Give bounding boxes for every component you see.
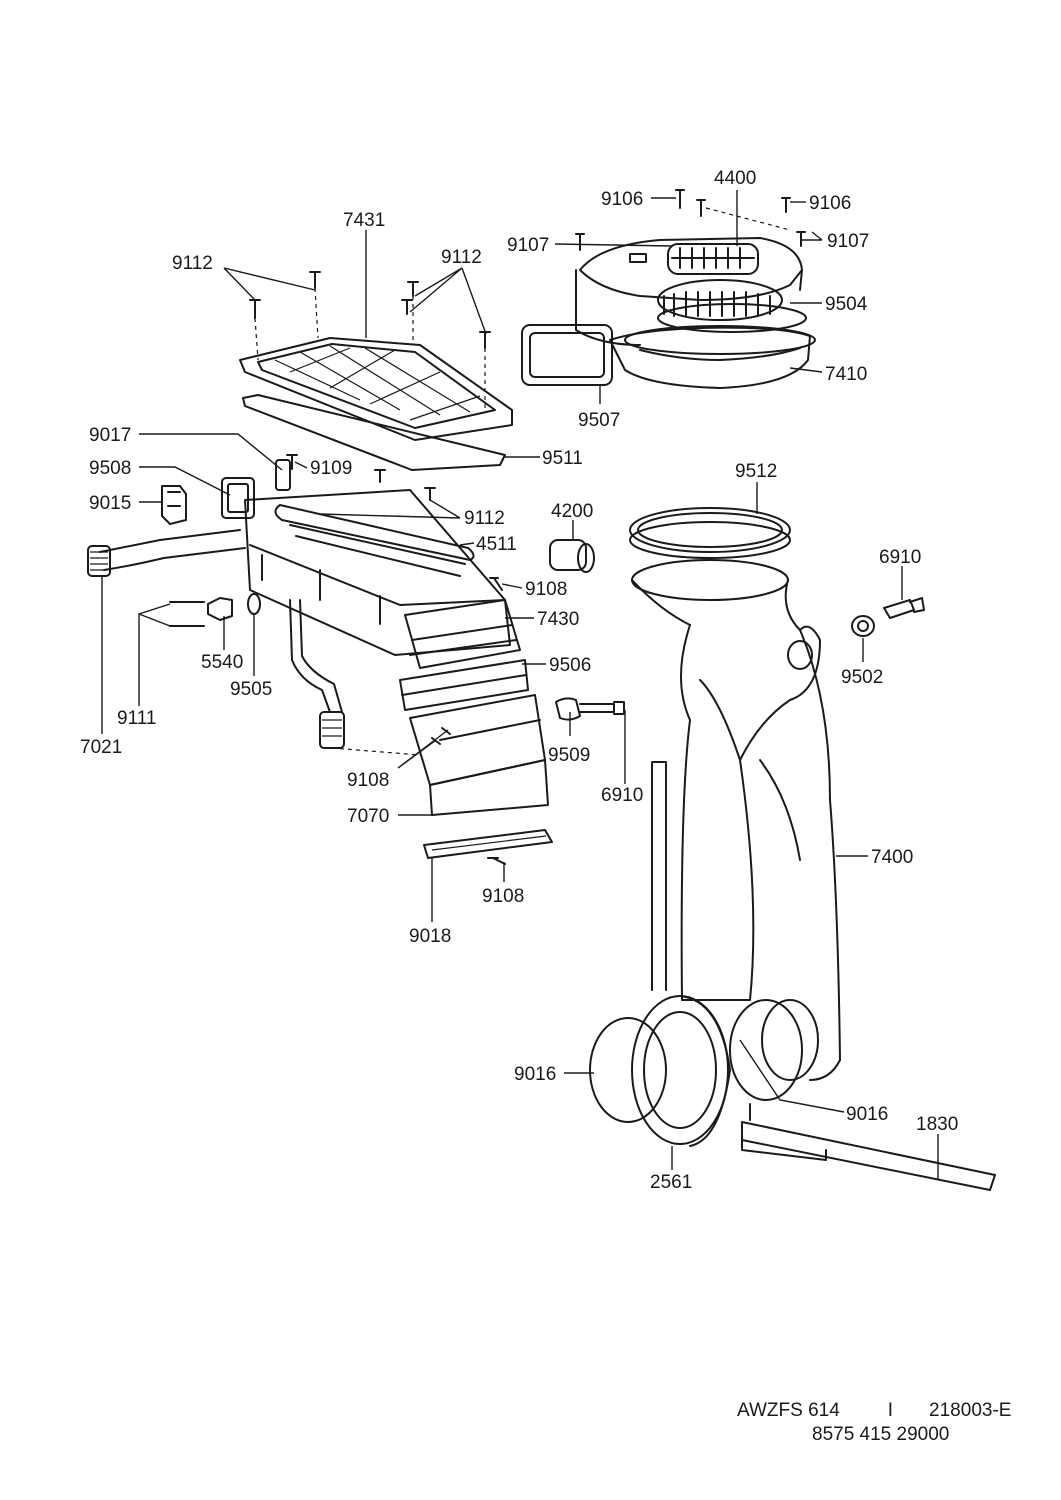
part-label: 9505 — [230, 679, 272, 700]
sensor-4200 — [549, 539, 595, 573]
part-label: 7410 — [825, 364, 867, 385]
part-label: 9018 — [409, 926, 451, 947]
part-label: 9016 — [846, 1104, 888, 1125]
part-label: 9112 — [172, 253, 213, 274]
part-label: 7431 — [343, 210, 385, 231]
part-label: 7400 — [871, 847, 913, 868]
part-label: 1830 — [916, 1114, 958, 1135]
part-label: 9512 — [735, 461, 777, 482]
part-label: 9506 — [549, 655, 591, 676]
part-label: 6910 — [601, 785, 643, 806]
part-label: 9511 — [542, 448, 583, 469]
part-label: 9112 — [464, 508, 505, 529]
part-label: 9108 — [482, 886, 524, 907]
fan-housing-assembly — [521, 189, 816, 389]
air-duct-assembly — [399, 599, 625, 865]
part-label: 9502 — [841, 667, 883, 688]
part-labels: 9106 4400 9106 9107 9107 7431 9112 9112 … — [80, 168, 958, 1193]
air-channel-assembly — [589, 507, 996, 1191]
part-label: 9509 — [548, 745, 590, 766]
condenser-assembly — [87, 459, 511, 756]
part-label: 7070 — [347, 806, 389, 827]
part-label: 9107 — [507, 235, 549, 256]
part-label: 9109 — [310, 458, 352, 479]
part-label: 4200 — [551, 501, 593, 522]
part-label: 2561 — [650, 1172, 692, 1193]
part-label: 9108 — [347, 770, 389, 791]
part-label: 9504 — [825, 294, 868, 315]
part-label: 9106 — [601, 189, 643, 210]
part-label: 9016 — [514, 1064, 556, 1085]
part-label: 7021 — [80, 737, 122, 758]
part-number: 8575 415 29000 — [812, 1424, 950, 1445]
part-label: 4400 — [714, 168, 756, 189]
part-label: 9017 — [89, 425, 131, 446]
filter-frame-assembly — [239, 271, 513, 501]
part-label: 9015 — [89, 493, 131, 514]
part-label: 9507 — [578, 410, 620, 431]
part-label: 7430 — [537, 609, 579, 630]
part-label: 4511 — [476, 534, 517, 555]
footer-separator: I — [887, 1400, 894, 1421]
part-label: 9108 — [525, 579, 567, 600]
part-label: 6910 — [879, 547, 921, 568]
part-label: 9508 — [89, 458, 131, 479]
document-code: 218003-E — [929, 1400, 1012, 1421]
part-label: 9106 — [809, 193, 851, 214]
part-label: 9107 — [827, 231, 869, 252]
leader-lines — [101, 190, 939, 1180]
part-label: 9111 — [117, 708, 156, 729]
model-name: AWZFS 614 — [737, 1400, 840, 1421]
document-footer: AWZFS 614 I 218003-E 8575 415 29000 — [737, 1400, 1017, 1446]
part-label: 5540 — [201, 652, 243, 673]
part-label: 9112 — [441, 247, 482, 268]
